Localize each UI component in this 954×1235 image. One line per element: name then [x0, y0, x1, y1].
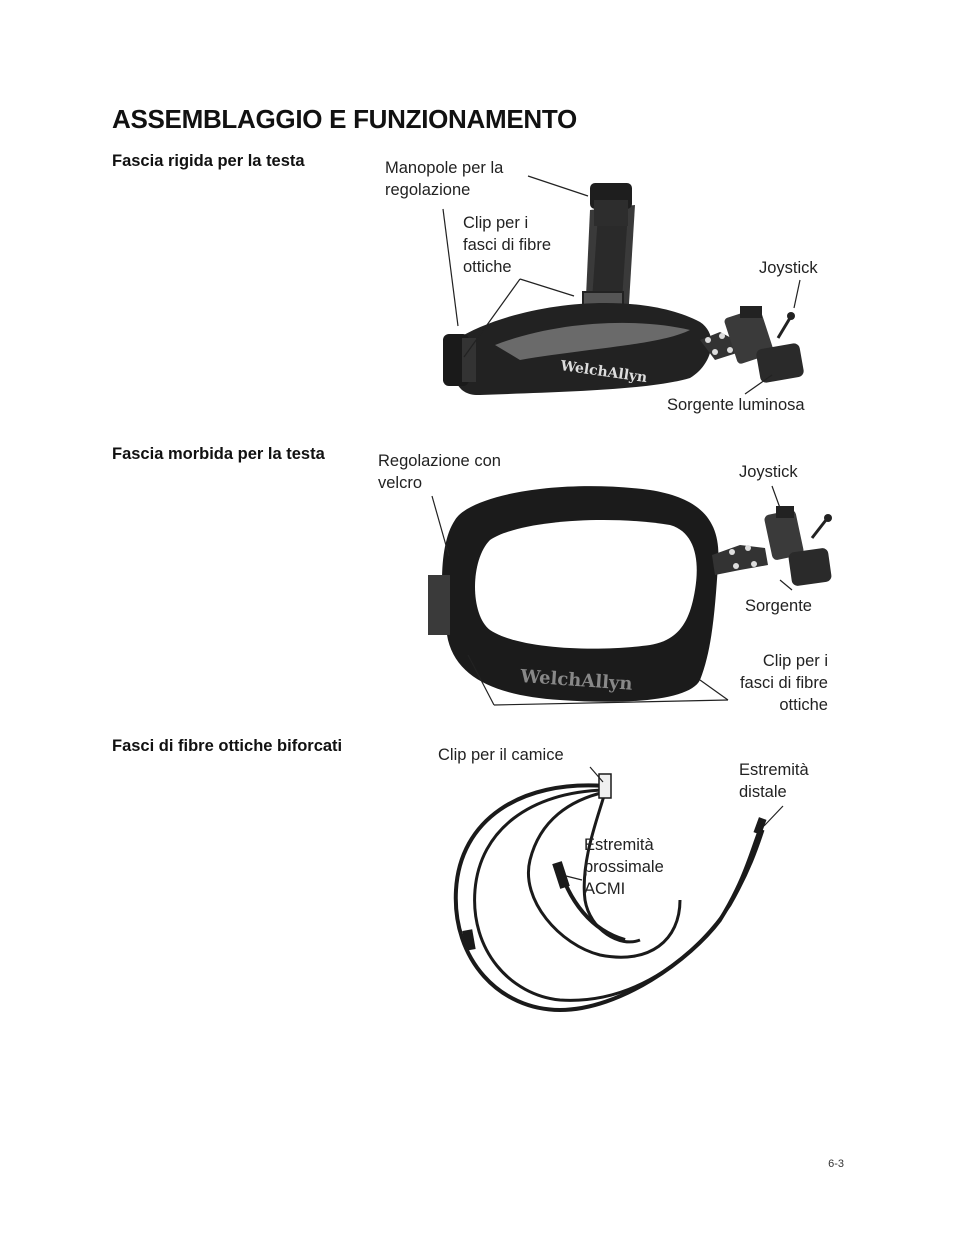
- callout-coat-clip: Clip per il camice: [438, 746, 564, 764]
- callout-light-source: Sorgente luminosa: [667, 396, 805, 414]
- callout-rigid-joystick: Joystick: [759, 259, 818, 277]
- callout-adjustment-knobs: Manopole per la regolazione: [385, 159, 504, 199]
- callout-soft-source: Sorgente: [745, 597, 812, 615]
- callout-velcro-adjustment: Regolazione con velcro: [378, 452, 501, 492]
- fiber-bundles-heading: Fasci di fibre ottiche biforcati: [112, 737, 343, 755]
- page-number: 6-3: [828, 1158, 844, 1170]
- soft-leader-lines: [431, 485, 793, 706]
- callout-proximal-end: Estremità prossimale ACMI: [584, 836, 664, 898]
- soft-headband-heading: Fascia morbida per la testa: [112, 445, 325, 463]
- fiber-bundles-illustration: [453, 773, 767, 1013]
- soft-headband-illustration: WelchAllyn: [428, 486, 832, 702]
- callout-distal-end: Estremità distale: [739, 761, 809, 801]
- callout-soft-fiber-clip: Clip per i fasci di fibre ottiche: [739, 652, 828, 714]
- rigid-headband-illustration: WelchAllyn: [443, 183, 804, 396]
- page-title: ASSEMBLAGGIO E FUNZIONAMENTO: [112, 104, 577, 134]
- rigid-leader-lines: [442, 175, 801, 395]
- bundles-leader-lines: [565, 766, 784, 881]
- rigid-headband-heading: Fascia rigida per la testa: [112, 152, 305, 170]
- callout-soft-joystick: Joystick: [739, 463, 798, 481]
- callout-rigid-fiber-clip: Clip per i fasci di fibre ottiche: [463, 214, 552, 276]
